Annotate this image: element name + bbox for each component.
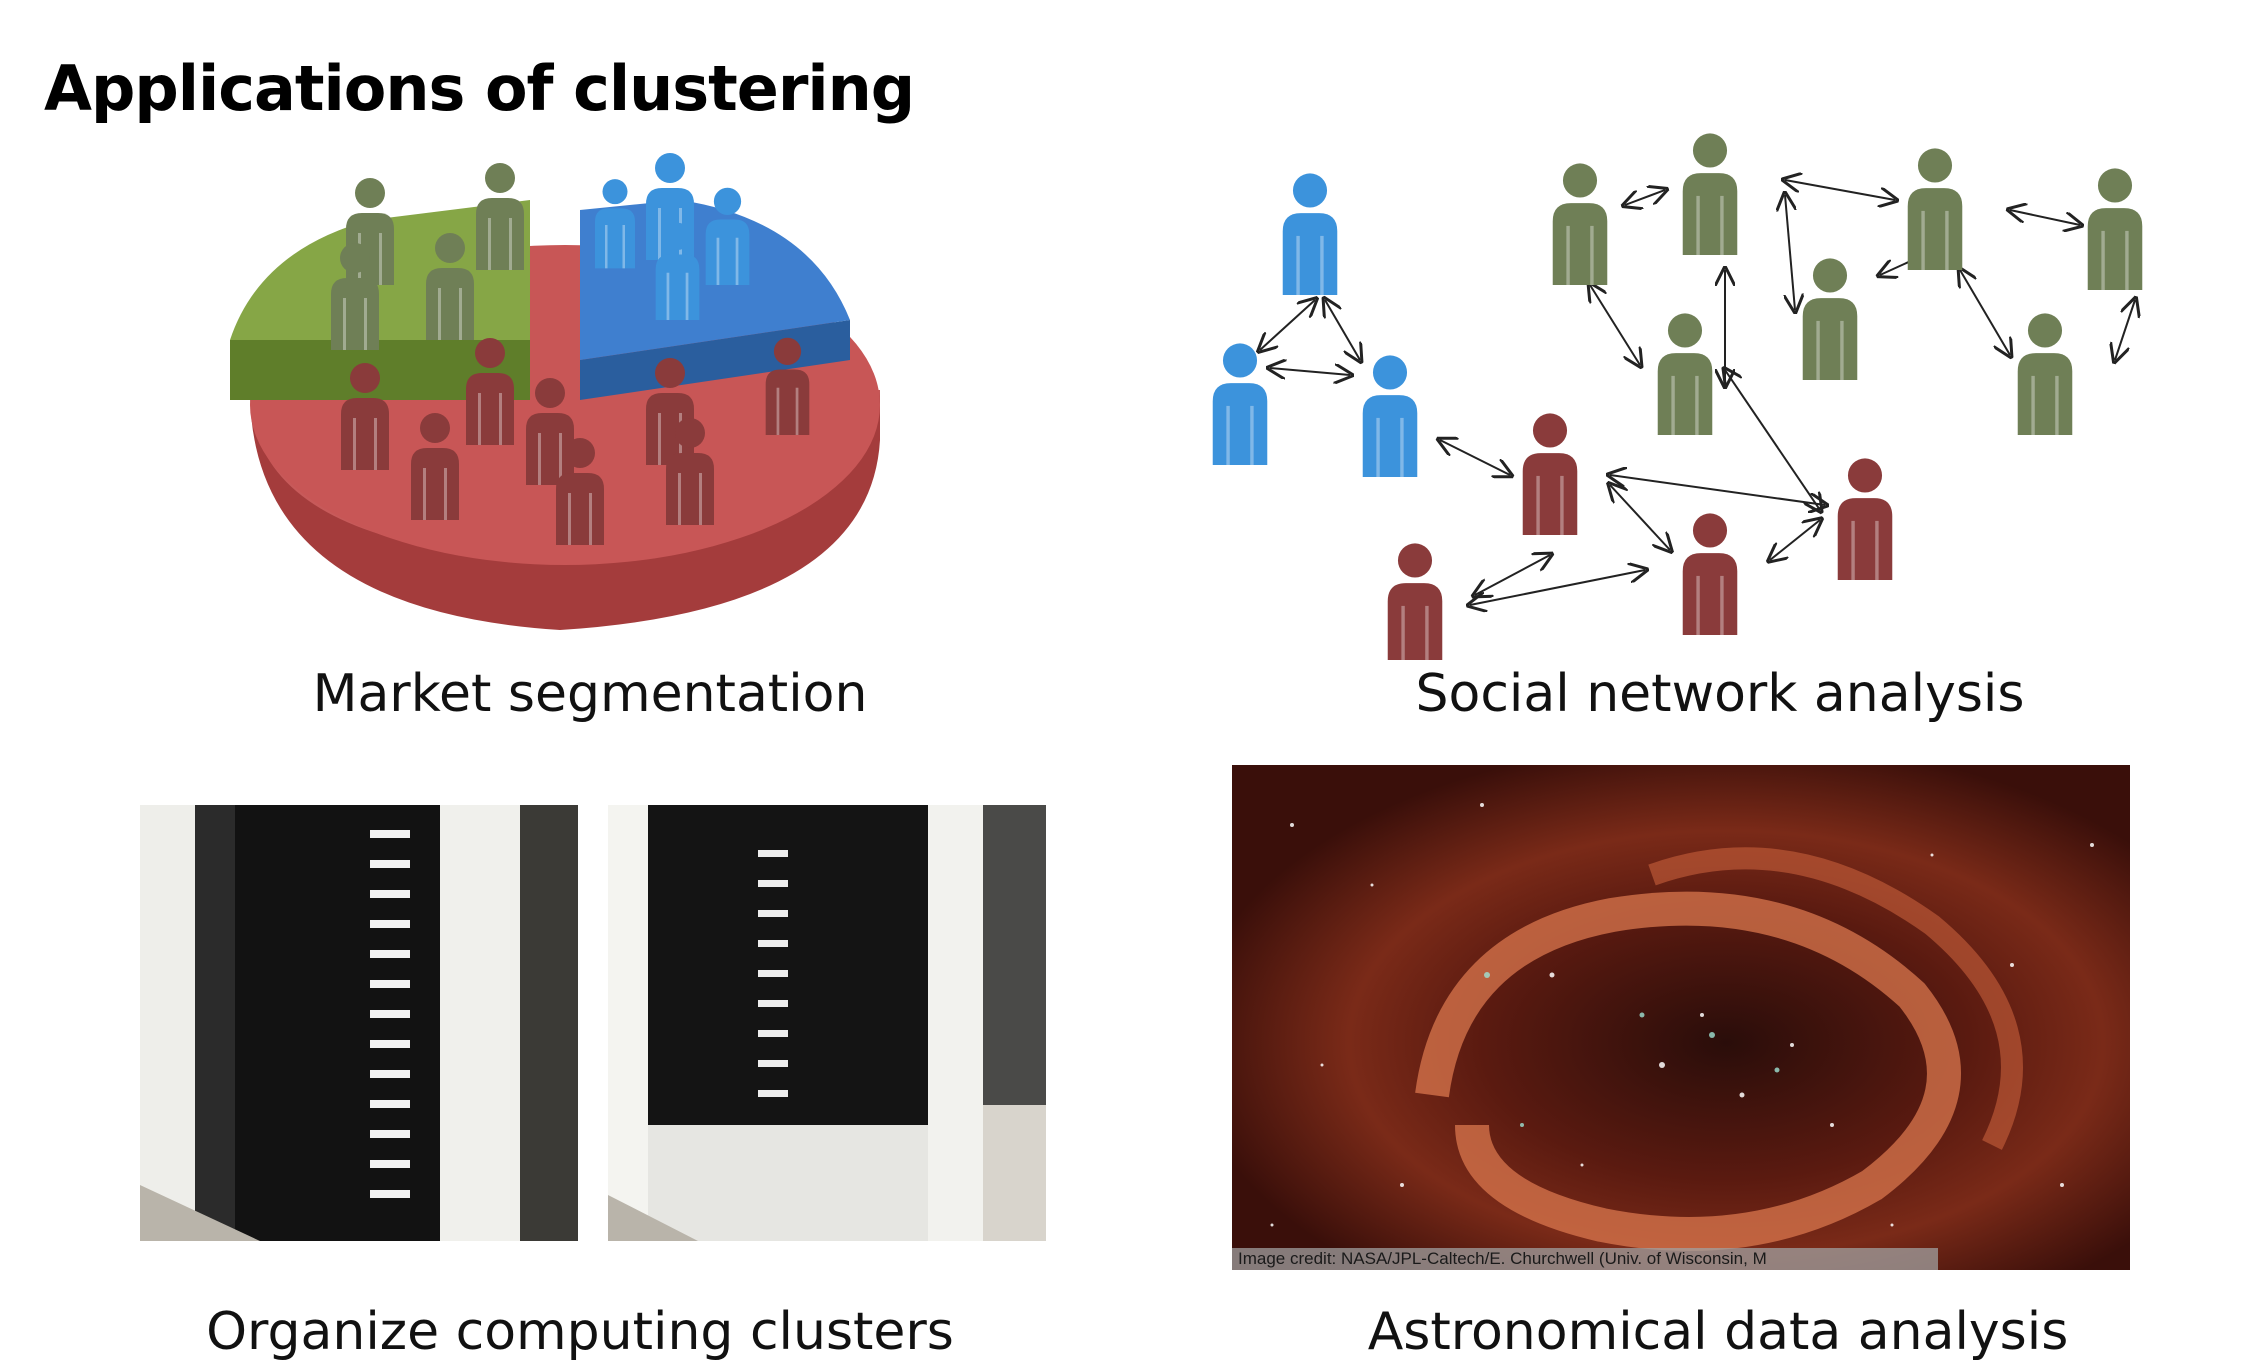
market-segmentation-caption: Market segmentation xyxy=(312,664,868,724)
server-rack-photo-left xyxy=(140,805,578,1241)
social-network-panel xyxy=(1190,120,2190,660)
market-segmentation-panel xyxy=(220,140,900,660)
slide-title: Applications of clustering xyxy=(44,52,915,125)
pie-chart-people-icon xyxy=(230,153,880,630)
astronomical-data-caption: Astronomical data analysis xyxy=(1367,1302,2069,1362)
computing-clusters-caption: Organize computing clusters xyxy=(206,1302,954,1362)
network-people-icon xyxy=(1212,133,2143,660)
nebula-photo: Image credit: NASA/JPL-Caltech/E. Church… xyxy=(1232,765,2130,1270)
server-rack-photo-right xyxy=(608,805,1046,1241)
image-credit: Image credit: NASA/JPL-Caltech/E. Church… xyxy=(1232,1248,1938,1270)
social-network-caption: Social network analysis xyxy=(1415,664,2025,724)
